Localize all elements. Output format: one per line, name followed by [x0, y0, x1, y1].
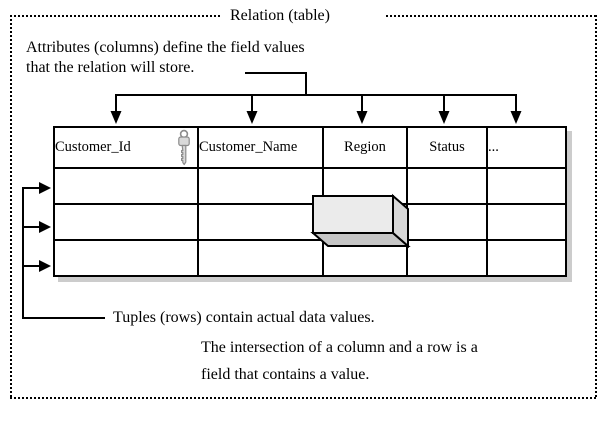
table-cell	[53, 239, 199, 277]
table-cell	[322, 203, 408, 241]
frame-border-right	[595, 15, 597, 399]
intersection-caption: The intersection of a column and a row i…	[201, 334, 478, 388]
table-cell	[322, 239, 408, 277]
table-cell	[197, 203, 324, 241]
table-row	[53, 167, 567, 205]
frame-border-bottom	[10, 397, 597, 399]
column-header-customer-id: Customer_Id	[53, 126, 199, 169]
intersection-caption-line2: field that contains a value.	[201, 366, 370, 383]
row-arrowhead-3	[39, 260, 51, 272]
column-header-more: ...	[486, 126, 567, 169]
table-cell	[53, 203, 199, 241]
table-cell	[322, 167, 408, 205]
column-header-region: Region	[322, 126, 408, 169]
column-arrowhead-1	[110, 111, 122, 124]
table-row	[53, 239, 567, 277]
table-cell	[406, 203, 488, 241]
attributes-caption-line1: Attributes (columns) define the field va…	[26, 39, 305, 56]
tuples-caption: Tuples (rows) contain actual data values…	[113, 309, 375, 326]
column-distribution-line	[115, 94, 517, 113]
column-header-customer-name: Customer_Name	[197, 126, 324, 169]
table-cell	[406, 167, 488, 205]
column-header-status: Status	[406, 126, 488, 169]
column-arrowhead-4	[438, 111, 450, 124]
table-row	[53, 203, 567, 241]
table-cell	[53, 167, 199, 205]
attributes-caption-line2: that the relation will store.	[26, 58, 195, 76]
table-cell	[486, 203, 567, 241]
intersection-caption-line1: The intersection of a column and a row i…	[201, 339, 478, 356]
attributes-caption: Attributes (columns) define the field va…	[26, 38, 305, 77]
key-icon	[176, 129, 192, 167]
column-header-label: Customer_Id	[55, 139, 131, 155]
column-arrow-stems	[251, 95, 445, 113]
table-cell	[486, 239, 567, 277]
relation-table: Customer_Id Customer_Name Region Status …	[53, 126, 567, 277]
table-cell	[197, 167, 324, 205]
table-cell	[486, 167, 567, 205]
row-arrowhead-1	[39, 182, 51, 194]
column-arrowhead-2	[246, 111, 258, 124]
row-arrowhead-2	[39, 221, 51, 233]
table-cell	[197, 239, 324, 277]
column-arrowhead-5	[510, 111, 522, 124]
frame-border-left	[10, 15, 12, 399]
column-arrowhead-3	[356, 111, 368, 124]
table-body	[53, 167, 567, 277]
frame-title: Relation (table)	[220, 5, 384, 26]
header-row: Customer_Id Customer_Name Region Status …	[53, 126, 567, 169]
table-cell	[406, 239, 488, 277]
